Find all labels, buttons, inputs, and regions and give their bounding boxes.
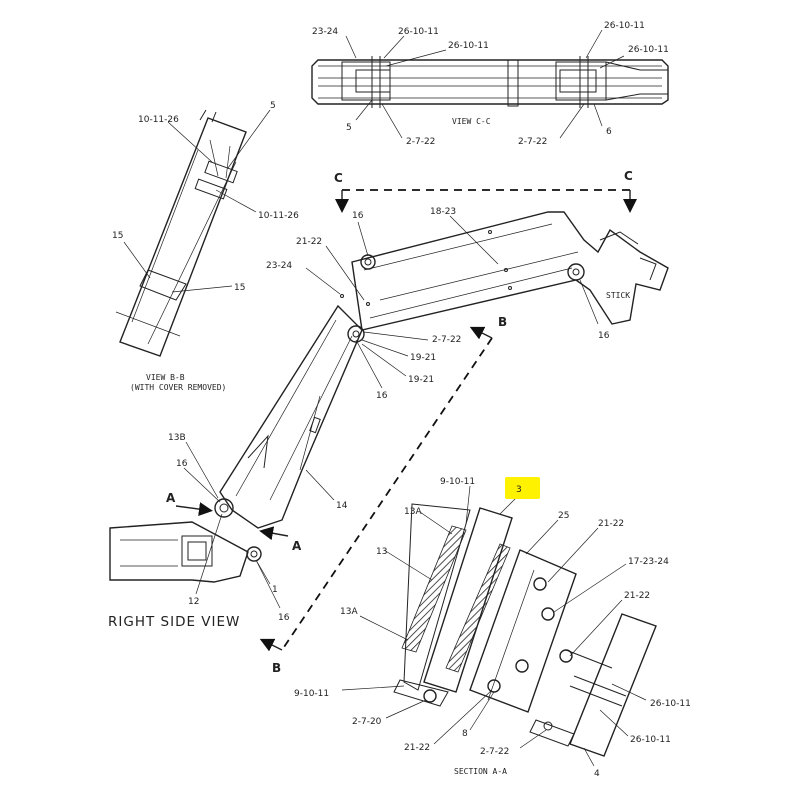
callout-21-22-sec-top: 21-22 xyxy=(598,519,624,529)
callout-16-cylinder: 16 xyxy=(278,613,290,623)
callout-16-boom-foot: 16 xyxy=(176,459,188,469)
marker-a-right: A xyxy=(292,539,302,553)
marker-a-left: A xyxy=(166,491,176,505)
callout-26-10-11-d: 26-10-11 xyxy=(628,45,669,55)
callout-8: 8 xyxy=(462,729,468,739)
section-aa-callouts: 3 9-10-11 13A 25 21-22 13 17-23-24 21-22… xyxy=(294,477,691,779)
callout-26-10-11-sec-a: 26-10-11 xyxy=(650,699,691,709)
callout-9-10-11-top: 9-10-11 xyxy=(440,477,475,487)
callout-23-24-side: 23-24 xyxy=(266,261,292,271)
callout-15-left: 15 xyxy=(112,231,123,241)
callout-18-23: 18-23 xyxy=(430,207,456,217)
callout-17-23-24: 17-23-24 xyxy=(628,557,669,567)
callout-2-7-20: 2-7-20 xyxy=(352,717,382,727)
side-view-callouts: 16 18-23 21-22 23-24 2-7-22 19-21 19-21 … xyxy=(108,207,630,630)
callout-23-24-top: 23-24 xyxy=(312,27,338,37)
callout-16-stick: 16 xyxy=(598,331,610,341)
callout-5-cc: 5 xyxy=(346,123,352,133)
callout-26-10-11-sec-b: 26-10-11 xyxy=(630,735,671,745)
section-cut-lines xyxy=(175,189,637,652)
callout-16-upper-pin: 16 xyxy=(352,211,364,221)
view-bb-drawing xyxy=(115,109,271,357)
callout-26-10-11-b: 26-10-11 xyxy=(448,41,489,51)
stick-label: STICK xyxy=(606,291,630,300)
callout-2-7-22-sec: 2-7-22 xyxy=(480,747,509,757)
view-cc-callouts: 23-24 26-10-11 26-10-11 26-10-11 26-10-1… xyxy=(312,21,669,147)
callout-5-bb: 5 xyxy=(270,101,276,111)
view-bb-title: VIEW B-B xyxy=(146,373,185,382)
callout-21-22-side: 21-22 xyxy=(296,237,322,247)
right-side-view-title: RIGHT SIDE VIEW xyxy=(108,614,240,630)
callout-10-11-26-top: 10-11-26 xyxy=(138,115,179,125)
view-cc-title: VIEW C-C xyxy=(452,117,491,126)
callout-16-knuckle: 16 xyxy=(376,391,388,401)
callout-13b: 13B xyxy=(168,433,186,443)
marker-b-top: B xyxy=(498,315,507,329)
section-aa-drawing xyxy=(341,485,657,767)
callout-13a-top: 13A xyxy=(404,507,422,517)
callout-12: 12 xyxy=(188,597,199,607)
callout-26-10-11-c: 26-10-11 xyxy=(604,21,645,31)
callout-1: 1 xyxy=(272,585,278,595)
callout-10-11-26-mid: 10-11-26 xyxy=(258,211,299,221)
callout-14: 14 xyxy=(336,501,348,511)
side-view-drawing xyxy=(109,211,669,609)
marker-c-right: C xyxy=(624,169,633,183)
view-bb-subtitle: (WITH COVER REMOVED) xyxy=(130,383,226,392)
callout-26-10-11-a: 26-10-11 xyxy=(398,27,439,37)
callout-3: 3 xyxy=(516,485,522,495)
callout-13a-bottom: 13A xyxy=(340,607,358,617)
callout-25: 25 xyxy=(558,511,569,521)
callout-19-21-a: 19-21 xyxy=(410,353,436,363)
callout-13: 13 xyxy=(376,547,387,557)
marker-c-left: C xyxy=(334,171,343,185)
callout-21-22-sec-bottom: 21-22 xyxy=(404,743,430,753)
view-bb-callouts: 10-11-26 5 10-11-26 15 15 VIEW B-B (WITH… xyxy=(112,101,299,392)
marker-b-bottom: B xyxy=(272,661,281,675)
callout-4: 4 xyxy=(594,769,600,779)
callout-9-10-11-bottom: 9-10-11 xyxy=(294,689,329,699)
callout-2-7-22-side: 2-7-22 xyxy=(432,335,461,345)
callout-21-22-sec-mid: 21-22 xyxy=(624,591,650,601)
callout-15-right: 15 xyxy=(234,283,245,293)
view-cc-drawing xyxy=(311,29,669,139)
section-aa-title: SECTION A-A xyxy=(454,767,507,776)
callout-2-7-22-cc-right: 2-7-22 xyxy=(518,137,547,147)
section-marker-letters: C C B B A A xyxy=(166,169,633,675)
highlight-callout-3 xyxy=(505,477,540,499)
callout-6-cc: 6 xyxy=(606,127,612,137)
callout-2-7-22-cc-left: 2-7-22 xyxy=(406,137,435,147)
callout-19-21-b: 19-21 xyxy=(408,375,434,385)
